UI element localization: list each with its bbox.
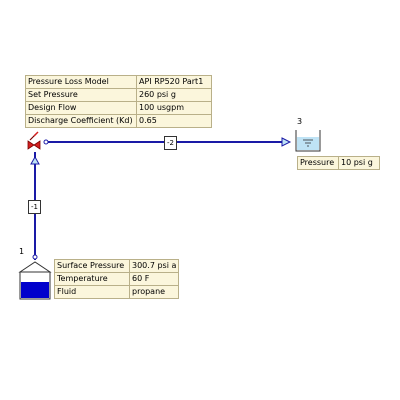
table-row: Design Flow 100 usgpm (25, 101, 212, 115)
relief-valve-icon[interactable] (27, 131, 41, 150)
table-row: Set Pressure 260 psi g (25, 88, 212, 102)
property-value: 0.65 (136, 114, 212, 128)
relief-valve-properties-table: Pressure Loss Model API RP520 Part1 Set … (25, 75, 212, 128)
source-tank-properties-table: Surface Pressure 300.7 psi a Temperature… (54, 259, 180, 299)
table-row: Temperature 60 F (54, 272, 180, 286)
property-value: 60 F (128, 272, 180, 286)
source-tank-node-number: 1 (19, 247, 25, 256)
source-tank-icon[interactable] (18, 261, 52, 300)
property-label: Pressure (297, 156, 339, 170)
property-value: 260 psi g (136, 88, 212, 102)
table-row: Pressure 10 psi g (297, 156, 380, 170)
pipe-2-start-marker (43, 139, 49, 145)
property-value: 300.7 psi a (128, 259, 180, 273)
table-row: Discharge Coefficient (Kd) 0.65 (25, 114, 212, 128)
property-label: Set Pressure (25, 88, 137, 102)
table-row: Pressure Loss Model API RP520 Part1 (25, 75, 212, 89)
property-value: propane (128, 285, 180, 299)
property-value: 100 usgpm (136, 101, 212, 115)
property-label: Temperature (54, 272, 130, 286)
pipe-2-tag[interactable]: -2 (164, 136, 177, 150)
property-label: Fluid (54, 285, 130, 299)
property-label: Design Flow (25, 101, 137, 115)
outlet-tank-node-number: 3 (297, 117, 303, 126)
outlet-tank-properties-table: Pressure 10 psi g (297, 156, 380, 170)
pipe-1-arrow (30, 155, 40, 165)
pipe-1-tag[interactable]: -1 (28, 200, 41, 214)
table-row: Surface Pressure 300.7 psi a (54, 259, 180, 273)
property-value: API RP520 Part1 (136, 75, 212, 89)
property-label: Discharge Coefficient (Kd) (25, 114, 137, 128)
property-value: 10 psi g (338, 156, 380, 170)
pipe-1-end-marker (32, 254, 38, 260)
pipe-2-arrow (281, 137, 292, 147)
outlet-tank-icon[interactable] (295, 130, 321, 152)
property-label: Surface Pressure (54, 259, 130, 273)
property-label: Pressure Loss Model (25, 75, 137, 89)
table-row: Fluid propane (54, 285, 180, 299)
